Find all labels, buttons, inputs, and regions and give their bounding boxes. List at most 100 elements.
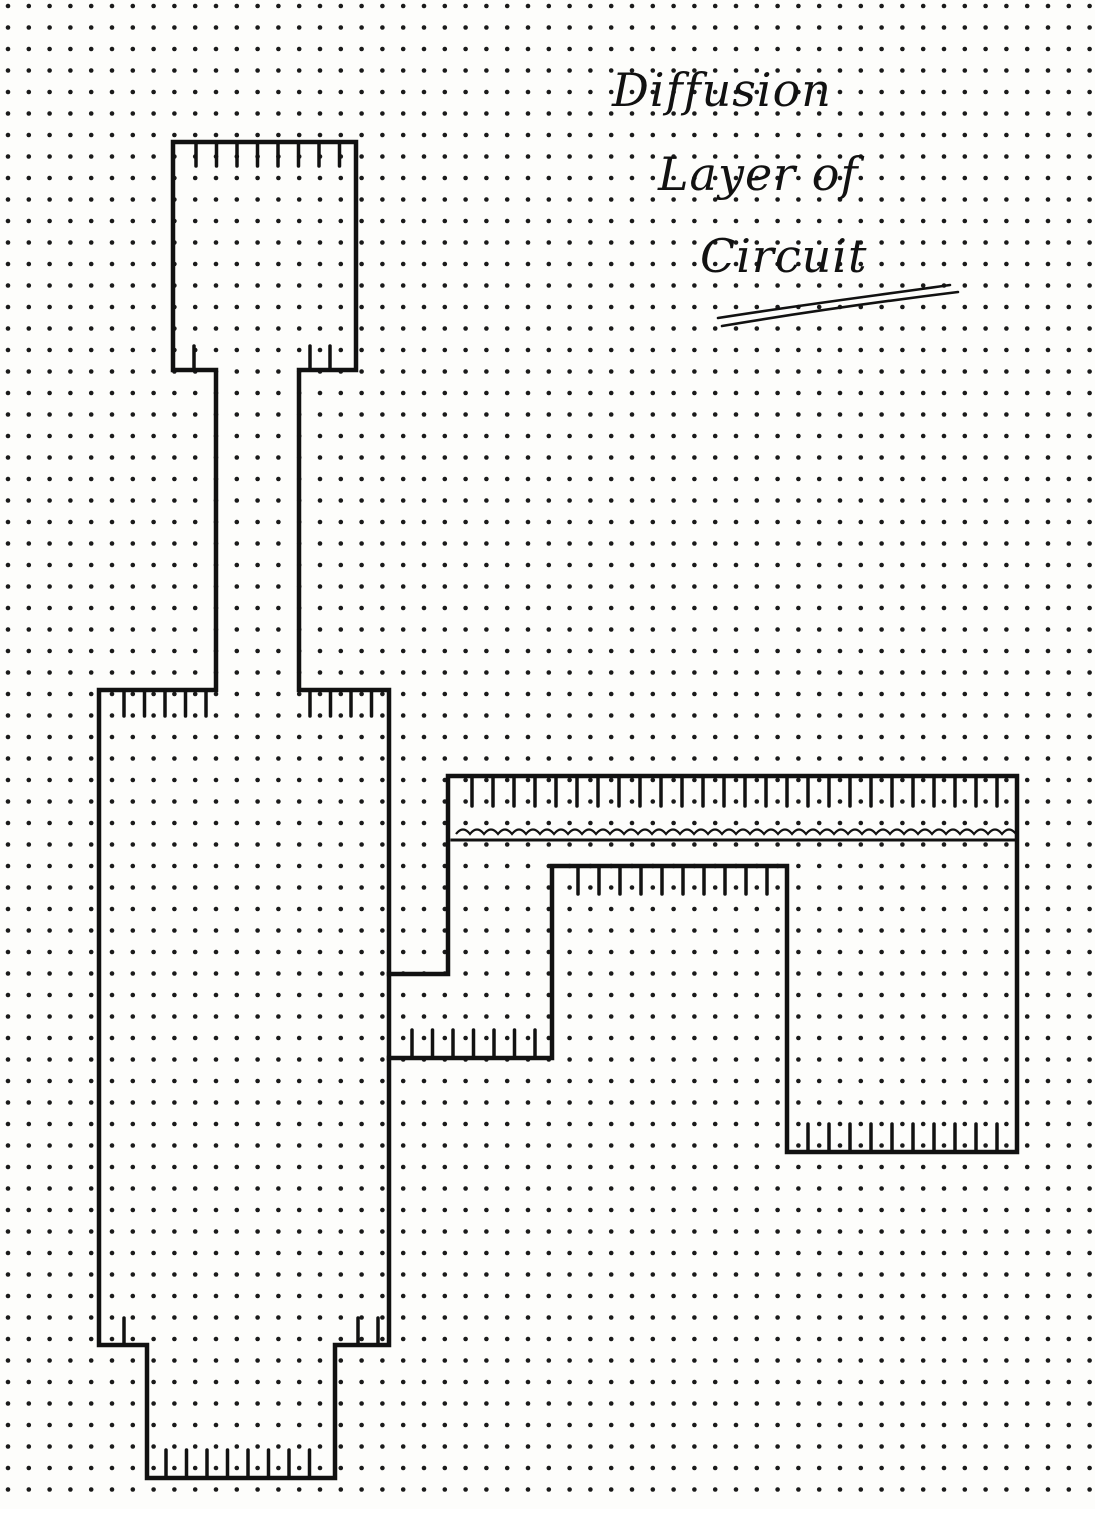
- grid-dot: [775, 928, 780, 933]
- grid-dot: [1066, 1229, 1072, 1234]
- grid-dot: [983, 1035, 988, 1041]
- grid-dot: [1004, 218, 1009, 224]
- grid-dot: [192, 68, 198, 73]
- grid-dot: [68, 627, 73, 632]
- grid-dot: [213, 68, 219, 73]
- grid-dot: [796, 154, 801, 159]
- grid-dot: [754, 1401, 760, 1406]
- grid-dot: [629, 1401, 635, 1406]
- grid-dot: [733, 777, 739, 783]
- grid-dot: [754, 89, 760, 95]
- grid-dot: [26, 1379, 32, 1385]
- grid-dot: [754, 369, 760, 374]
- grid-dot: [130, 390, 136, 396]
- grid-dot: [567, 455, 572, 460]
- grid-dot: [692, 906, 697, 912]
- grid-dot: [109, 691, 115, 697]
- grid-dot: [380, 412, 385, 417]
- grid-dot: [172, 1143, 177, 1148]
- grid-dot: [754, 777, 760, 783]
- grid-dot: [88, 1465, 94, 1471]
- grid-dot: [172, 1035, 177, 1041]
- grid-dot: [484, 197, 489, 202]
- grid-dot: [234, 670, 240, 675]
- grid-dot: [234, 992, 240, 998]
- grid-dot: [192, 1207, 198, 1213]
- grid-dot: [546, 713, 552, 718]
- grid-dot: [192, 455, 198, 460]
- grid-dot: [47, 218, 52, 224]
- grid-dot: [525, 756, 531, 761]
- grid-dot: [130, 218, 136, 224]
- grid-dot: [1004, 820, 1009, 826]
- grid-dot: [255, 992, 260, 998]
- grid-dot: [816, 992, 822, 998]
- grid-dot: [47, 799, 52, 804]
- grid-dot: [816, 498, 822, 503]
- grid-dot: [317, 541, 323, 546]
- grid-dot: [68, 1358, 73, 1363]
- grid-dot: [5, 455, 11, 460]
- grid-dot: [88, 1336, 94, 1342]
- grid-dot: [151, 1100, 156, 1105]
- grid-dot: [962, 3, 968, 9]
- grid-dot: [463, 1078, 468, 1084]
- grid-dot: [26, 1272, 32, 1277]
- grid-dot: [588, 1143, 593, 1148]
- grid-dot: [567, 605, 572, 611]
- grid-dot: [400, 218, 406, 224]
- grid-dot: [650, 261, 656, 267]
- grid-dot: [26, 111, 32, 116]
- grid-dot: [816, 433, 822, 439]
- grid-dot: [941, 562, 947, 568]
- grid-dot: [338, 863, 344, 869]
- grid-dot: [380, 390, 385, 396]
- grid-dot: [692, 1401, 697, 1406]
- grid-dot: [858, 562, 864, 568]
- grid-dot: [234, 476, 240, 482]
- grid-dot: [1024, 197, 1030, 202]
- grid-dot: [109, 906, 115, 912]
- grid-dot: [983, 1336, 988, 1342]
- grid-dot: [629, 261, 635, 267]
- grid-dot: [692, 261, 697, 267]
- grid-dot: [317, 971, 323, 976]
- grid-dot: [754, 412, 760, 417]
- grid-dot: [1045, 304, 1051, 310]
- grid-dot: [234, 1078, 240, 1084]
- grid-dot: [1045, 1186, 1051, 1191]
- grid-dot: [130, 1121, 136, 1127]
- grid-dot: [712, 992, 718, 998]
- grid-dot: [380, 928, 385, 933]
- grid-dot: [172, 68, 177, 73]
- grid-dot: [567, 1358, 572, 1363]
- grid-dot: [608, 842, 614, 847]
- grid-dot: [712, 971, 718, 976]
- grid-dot: [858, 240, 864, 245]
- grid-dot: [504, 412, 510, 417]
- grid-dot: [380, 1487, 385, 1492]
- grid-dot: [796, 713, 801, 718]
- grid-dot: [47, 820, 52, 826]
- grid-dot: [671, 154, 676, 159]
- grid-dot: [504, 326, 510, 331]
- grid-dot: [796, 627, 801, 632]
- grid-dot: [421, 412, 427, 417]
- grid-dot: [546, 261, 552, 267]
- grid-dot: [692, 648, 697, 654]
- grid-dot: [650, 820, 656, 826]
- grid-dot: [151, 842, 156, 847]
- grid-dot: [1045, 1422, 1051, 1428]
- grid-dot: [421, 842, 427, 847]
- grid-dot: [192, 1379, 198, 1385]
- grid-dot: [1004, 240, 1009, 245]
- grid-dot: [900, 756, 905, 761]
- grid-dot: [338, 1250, 344, 1256]
- grid-dot: [442, 1272, 448, 1277]
- grid-dot: [629, 1057, 635, 1062]
- grid-dot: [900, 1057, 905, 1062]
- grid-dot: [650, 1078, 656, 1084]
- grid-dot: [5, 1465, 11, 1471]
- grid-dot: [255, 1250, 260, 1256]
